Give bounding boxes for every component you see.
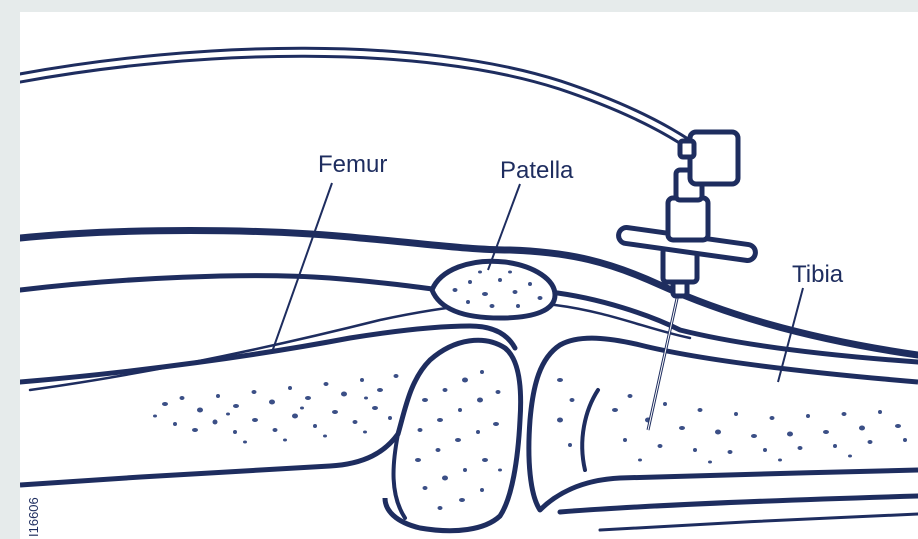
femur-leader <box>272 183 332 352</box>
femur-label: Femur <box>318 151 387 178</box>
figure-code: I16606 <box>26 497 41 537</box>
tibia-bone <box>529 338 918 510</box>
illustration-frame: Femur Patella Tibia I16606 <box>20 12 918 539</box>
probe-cable <box>20 52 690 145</box>
knee-joint-diagram: Femur Patella Tibia I16606 <box>20 12 918 539</box>
patella-leader <box>488 184 520 270</box>
patella-label: Patella <box>500 157 574 184</box>
tibia-lower-contour-2 <box>600 514 918 530</box>
femur-bone <box>20 340 521 530</box>
tibia-lower-contour <box>560 496 918 512</box>
patella-bone <box>432 261 555 318</box>
skin-line-lower <box>20 276 440 290</box>
tibia-label: Tibia <box>792 261 844 288</box>
